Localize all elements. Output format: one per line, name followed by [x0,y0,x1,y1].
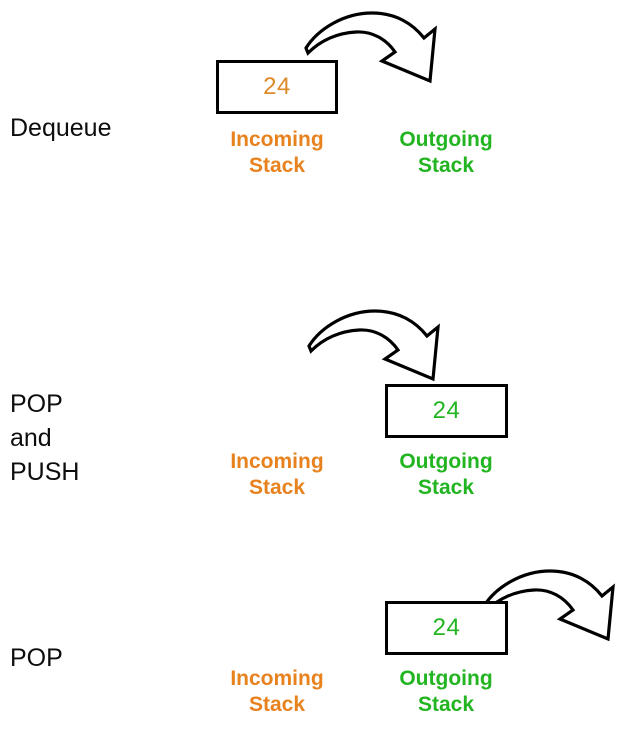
outgoing-stack-box-2: 24 [385,384,508,438]
incoming-stack-label-2: Incoming Stack [230,450,324,499]
box-value: 24 [263,73,291,100]
incoming-stack-box-1: 24 [216,60,338,114]
operation-label-pop-final: POP [10,644,63,672]
incoming-stack-label-3: Incoming Stack [230,667,324,716]
outgoing-stack-label-3: Outgoing Stack [399,667,493,716]
box-value: 24 [432,614,461,641]
operation-label-pop: POP [10,390,63,418]
incoming-stack-label-1: Incoming Stack [230,128,324,177]
operation-label-and: and [10,424,52,452]
operation-label-push: PUSH [10,458,80,486]
outgoing-stack-label-2: Outgoing Stack [399,450,493,499]
curved-arrow-icon-pop-and-push [303,303,448,393]
outgoing-stack-box-3: 24 [385,601,508,655]
outgoing-stack-label-1: Outgoing Stack [399,128,493,177]
operation-label-dequeue: Dequeue [10,114,112,142]
box-value: 24 [432,397,461,424]
